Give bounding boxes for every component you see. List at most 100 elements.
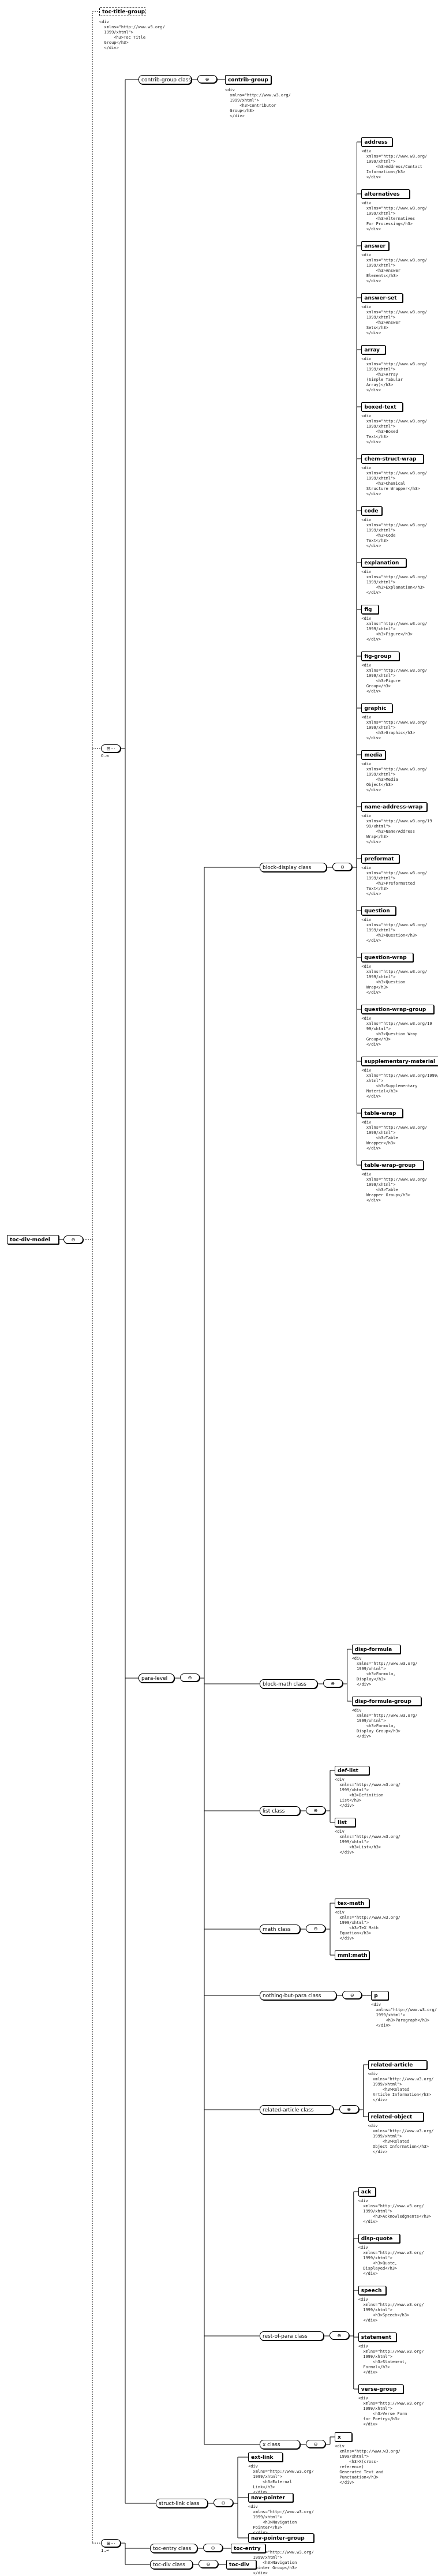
nav-pointer-doc: <div xmlns="http://www.w3.org/ 1999/xhtm… [248, 2504, 314, 2535]
choice-compositor: ⊖ [63, 1235, 83, 1244]
contrib-group-seq: ⊖ [197, 75, 217, 83]
graphic-element[interactable]: graphic [361, 703, 393, 713]
block-math-class-group[interactable]: block-math class [260, 1679, 317, 1688]
block-display-class-group[interactable]: block-display class [260, 863, 327, 872]
alternatives-element[interactable]: alternatives [361, 189, 410, 199]
verse-group-doc: <div xmlns="http://www.w3.org/ 1999/xhtm… [358, 2396, 424, 2427]
disp-formula-group-doc: <div xmlns="http://www.w3.org/ 1999/xhtm… [351, 1708, 418, 1739]
preformat-doc: <div xmlns="http://www.w3.org/ 1999/xhtm… [361, 866, 428, 896]
answer-element[interactable]: answer [361, 241, 390, 250]
address-element[interactable]: address [361, 137, 393, 147]
root-element[interactable]: toc-div-model [7, 1235, 59, 1244]
toc-entry-element[interactable]: toc-entry [231, 2544, 265, 2553]
sequence-main-cardinality: 0..∞ [101, 754, 110, 758]
table-wrap-element[interactable]: table-wrap [361, 1109, 403, 1118]
nothing-but-para-class-group[interactable]: nothing-but-para class [260, 1991, 337, 2000]
def-list-element[interactable]: def-list [335, 1766, 369, 1775]
block-display-class-choice: ⊖ [332, 863, 353, 871]
media-doc: <div xmlns="http://www.w3.org/ 1999/xhtm… [361, 762, 428, 792]
fig-group-doc: <div xmlns="http://www.w3.org/ 1999/xhtm… [361, 663, 428, 694]
speech-doc: <div xmlns="http://www.w3.org/ 1999/xhtm… [358, 2297, 424, 2323]
disp-quote-element[interactable]: disp-quote [358, 2234, 400, 2243]
rest-of-para-class-group[interactable]: rest-of-para class [260, 2331, 324, 2341]
explanation-element[interactable]: explanation [361, 558, 407, 567]
speech-element[interactable]: speech [358, 2286, 386, 2295]
array-element[interactable]: array [361, 345, 386, 354]
address-doc: <div xmlns="http://www.w3.org/ 1999/xhtm… [361, 149, 428, 179]
toc-div-class-group[interactable]: toc-div class [150, 2560, 193, 2569]
toc-entry-choice: ⊖ [203, 2544, 223, 2552]
toc-entry-class-group[interactable]: toc-entry class [150, 2544, 197, 2553]
tex-math-element[interactable]: tex-math [335, 1899, 369, 1908]
supplementary-material-doc: <div xmlns="http://www.w3.org/1999/ xhtm… [361, 1068, 438, 1099]
chem-struct-wrap-doc: <div xmlns="http://www.w3.org/ 1999/xhtm… [361, 466, 428, 496]
disp-formula-group-element[interactable]: disp-formula-group [351, 1697, 421, 1706]
math-class-choice: ⊖ [306, 1924, 325, 1933]
ext-link-element[interactable]: ext-link [248, 2453, 283, 2462]
ack-element[interactable]: ack [358, 2187, 376, 2196]
table-wrap-group-element[interactable]: table-wrap-group [361, 1160, 424, 1170]
struct-link-choice: ⊖ [214, 2499, 233, 2507]
fig-element[interactable]: fig [361, 605, 379, 614]
related-article-doc: <div xmlns="http://www.w3.org/ 1999/xhtm… [368, 2072, 434, 2102]
x-class-group[interactable]: x class [260, 2440, 300, 2449]
related-article-class-choice: ⊖ [339, 2105, 359, 2113]
toc-title-group-element[interactable]: toc-title-group [99, 7, 145, 16]
x-element[interactable]: x [335, 2432, 352, 2442]
boxed-text-element[interactable]: boxed-text [361, 402, 403, 411]
contrib-group-element[interactable]: contrib-group [225, 75, 271, 84]
fig-group-element[interactable]: fig-group [361, 652, 400, 661]
question-wrap-group-element[interactable]: question-wrap-group [361, 1005, 435, 1014]
question-wrap-element[interactable]: question-wrap [361, 953, 414, 962]
table-wrap-group-doc: <div xmlns="http://www.w3.org/ 1999/xhtm… [361, 1172, 428, 1203]
chem-struct-wrap-element[interactable]: chem-struct-wrap [361, 454, 424, 463]
related-object-doc: <div xmlns="http://www.w3.org/ 1999/xhtm… [368, 2124, 434, 2154]
rest-of-para-class-choice: ⊖ [329, 2331, 349, 2339]
related-article-class-group[interactable]: related-article class [260, 2105, 334, 2114]
x-class-choice: ⊖ [306, 2440, 325, 2448]
connector-lines [59, 11, 372, 2565]
array-doc: <div xmlns="http://www.w3.org/ 1999/xhtm… [361, 357, 428, 392]
question-element[interactable]: question [361, 906, 396, 915]
statement-element[interactable]: statement [358, 2332, 396, 2342]
toc-title-group-doc: <div xmlns="http://www.w3.org/ 1999/xhtm… [99, 20, 165, 50]
question-wrap-doc: <div xmlns="http://www.w3.org/ 1999/xhtm… [361, 964, 428, 995]
answer-doc: <div xmlns="http://www.w3.org/ 1999/xhtm… [361, 253, 428, 283]
para-level-choice: ⊖ [180, 1673, 200, 1682]
disp-formula-doc: <div xmlns="http://www.w3.org/ 1999/xhtm… [351, 1656, 418, 1687]
ext-link-doc: <div xmlns="http://www.w3.org/ 1999/xhtm… [248, 2464, 314, 2495]
x-doc: <div xmlns="http://www.w3.org/ 1999/xhtm… [335, 2444, 400, 2485]
verse-group-element[interactable]: verse-group [358, 2384, 403, 2394]
disp-quote-doc: <div xmlns="http://www.w3.org/ 1999/xhtm… [358, 2245, 424, 2276]
media-element[interactable]: media [361, 750, 386, 759]
related-article-element[interactable]: related-article [368, 2060, 427, 2069]
struct-link-class-group[interactable]: struct-link class [156, 2499, 208, 2508]
list-class-group[interactable]: list class [260, 1806, 300, 1815]
disp-formula-element[interactable]: disp-formula [351, 1645, 400, 1654]
code-doc: <div xmlns="http://www.w3.org/ 1999/xhtm… [361, 518, 428, 548]
graphic-doc: <div xmlns="http://www.w3.org/ 1999/xhtm… [361, 715, 428, 740]
name-address-wrap-element[interactable]: name-address-wrap [361, 802, 428, 811]
para-level-group[interactable]: para-level [138, 1673, 174, 1683]
p-element[interactable]: p [371, 1991, 389, 2000]
tex-math-doc: <div xmlns="http://www.w3.org/ 1999/xhtm… [335, 1910, 400, 1941]
def-list-doc: <div xmlns="http://www.w3.org/ 1999/xhtm… [335, 1777, 400, 1808]
nav-pointer-element[interactable]: nav-pointer [248, 2493, 293, 2502]
preformat-element[interactable]: preformat [361, 854, 400, 863]
sequence-main: ⊟⋯ [101, 744, 121, 752]
nav-pointer-group-element[interactable]: nav-pointer-group [248, 2533, 314, 2543]
question-doc: <div xmlns="http://www.w3.org/ 1999/xhtm… [361, 918, 428, 943]
math-class-group[interactable]: math class [260, 1924, 300, 1934]
list-element[interactable]: list [335, 1818, 355, 1827]
alternatives-doc: <div xmlns="http://www.w3.org/ 1999/xhtm… [361, 201, 428, 231]
answer-set-element[interactable]: answer-set [361, 293, 403, 302]
table-wrap-doc: <div xmlns="http://www.w3.org/ 1999/xhtm… [361, 1120, 428, 1151]
list-class-choice: ⊖ [306, 1806, 325, 1814]
toc-div-element[interactable]: toc-div [226, 2560, 256, 2569]
supplementary-material-element[interactable]: supplementary-material [361, 1057, 438, 1066]
contrib-group-class[interactable]: contrib-group class [138, 75, 192, 84]
code-element[interactable]: code [361, 506, 383, 515]
mml-math-element[interactable]: mml:math [335, 1950, 369, 1960]
related-object-element[interactable]: related-object [368, 2112, 424, 2121]
